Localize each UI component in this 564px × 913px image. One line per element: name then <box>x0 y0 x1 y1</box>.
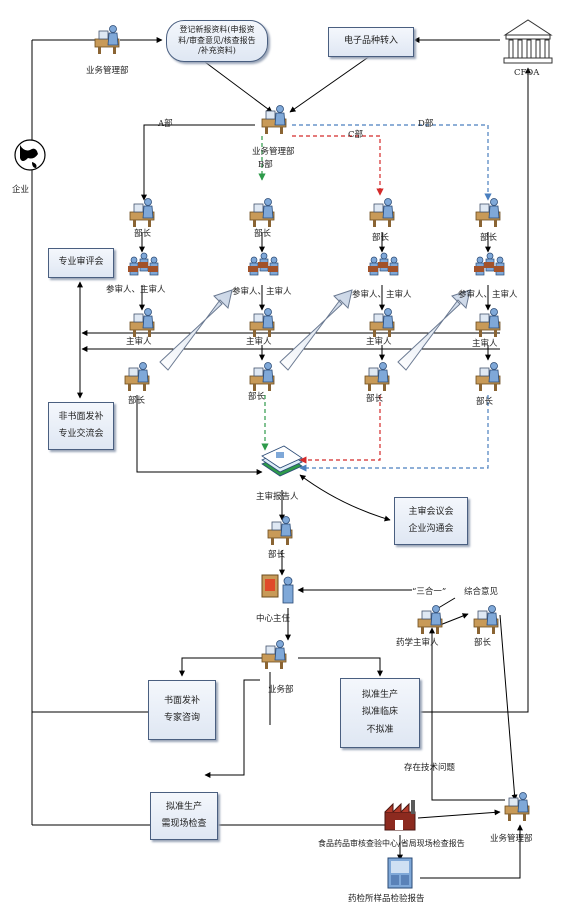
dept-head-report: 部长 <box>268 550 286 560</box>
participant-d: 参审人、主审人 <box>458 290 518 300</box>
dept-head-c2: 部长 <box>366 394 384 404</box>
main-reviewer-a: 主审人 <box>126 337 152 347</box>
dept-head-pharm: 部长 <box>474 638 492 648</box>
dept-head-c1: 部长 <box>372 233 390 243</box>
dept-head-b2: 部长 <box>248 392 266 402</box>
main-meeting-box: 主审会议会 企业沟通会 <box>394 497 468 545</box>
biz-mgmt-center-label: 业务管理部 <box>252 147 295 157</box>
dept-a-label: A部 <box>158 119 173 129</box>
dept-head-d1: 部长 <box>480 233 498 243</box>
tech-issue-label: 存在技术问题 <box>404 763 456 773</box>
three-in-one-label: “三合一” <box>412 587 447 597</box>
dept-d-return <box>299 395 489 472</box>
connector-lines <box>31 37 531 879</box>
enterprise-label: 企业 <box>12 185 30 195</box>
written-supplement-box: 书面发补 专家咨询 <box>148 680 216 740</box>
dept-head-a1: 部长 <box>134 229 152 239</box>
approval-box: 拟准生产 拟准临床 不拟准 <box>340 678 420 748</box>
main-reviewer-b: 主审人 <box>246 337 272 347</box>
dept-c-line <box>292 135 384 196</box>
non-written-supplement-box: 非书面发补 专业交流会 <box>48 402 114 450</box>
globe-icon <box>14 139 46 171</box>
participant-a: 参审人、主审人 <box>106 285 166 295</box>
biz-mgmt-bottom-label: 业务管理部 <box>490 834 533 844</box>
center-director-label: 中心主任 <box>256 614 291 624</box>
main-report-label: 主审报告人 <box>256 492 299 502</box>
dept-d-line <box>292 124 492 201</box>
dept-head-a2: 部长 <box>128 396 146 406</box>
dept-head-d2: 部长 <box>476 397 494 407</box>
main-reviewer-c: 主审人 <box>366 337 392 347</box>
comprehensive-opinion-label: 综合意见 <box>464 587 499 597</box>
participant-c: 参审人、主审人 <box>352 290 412 300</box>
dept-c-label: C部 <box>348 130 364 140</box>
cfda-label: CFDA <box>514 68 540 78</box>
biz-dept-label: 业务部 <box>268 685 294 695</box>
onsite-inspection-box: 拟准生产 需现场检查 <box>150 792 218 840</box>
dept-d-label: D部 <box>418 119 434 129</box>
biz-mgmt-top-label: 业务管理部 <box>86 66 129 76</box>
dept-head-b1: 部长 <box>254 229 272 239</box>
expert-committee-box: 专业审评会 <box>48 248 114 278</box>
lab-report-label: 药检所样品检验报告 <box>348 894 425 904</box>
pharm-reviewer-label: 药学主审人 <box>396 638 439 648</box>
government-building-icon <box>503 19 553 64</box>
registration-bubble: 登记新报资料(申报资 料/审查意见/核查报告 /补充资料) <box>166 20 268 62</box>
participant-b: 参审人、主审人 <box>232 287 292 297</box>
electronic-transfer-box: 电子品种转入 <box>328 27 414 57</box>
dept-c-return <box>299 395 381 464</box>
big-diagonal-arrows <box>159 289 471 371</box>
dept-b-label: B部 <box>258 160 273 170</box>
main-reviewer-d: 主审人 <box>472 339 498 349</box>
inspection-center-label: 食品药品审核查验中心/省局现场检查报告 <box>318 839 465 848</box>
